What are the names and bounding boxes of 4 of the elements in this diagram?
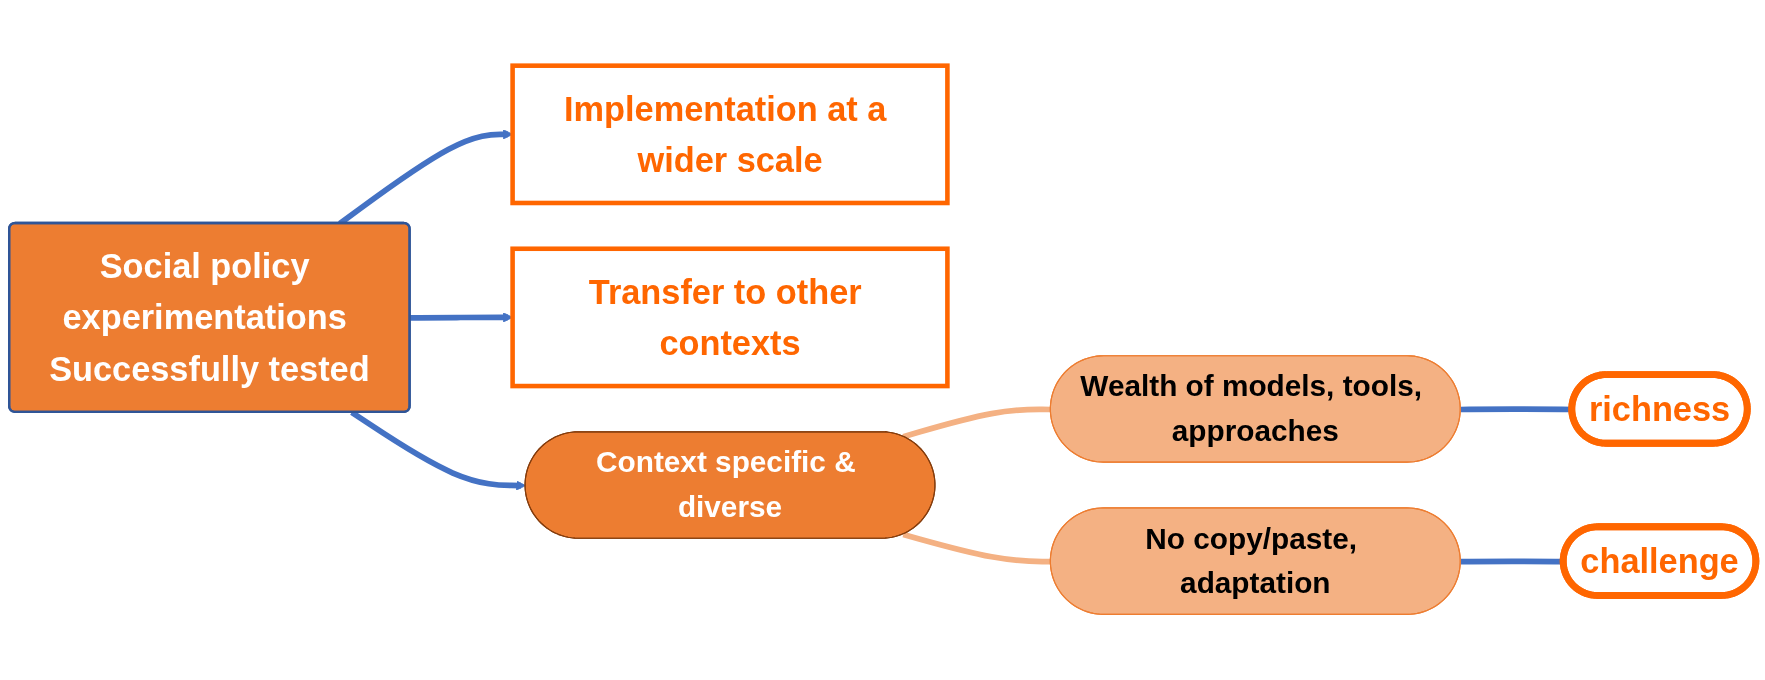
connector: [902, 406, 1051, 440]
node-box: Transfer to other contexts: [510, 246, 950, 389]
node-box: Implementation at a wider scale: [510, 63, 950, 206]
connector: [902, 531, 1051, 565]
